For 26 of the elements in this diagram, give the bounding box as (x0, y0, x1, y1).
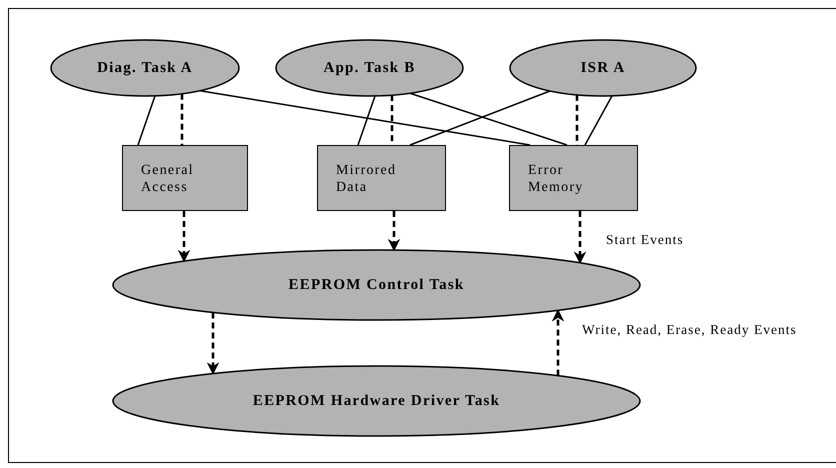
task-ellipse (51, 40, 239, 96)
connector-line (180, 94, 184, 145)
node-label: Diag. Task A (97, 60, 193, 76)
arrow (552, 309, 564, 376)
data-box (317, 145, 446, 211)
arrow (178, 211, 190, 262)
node-label: EEPROM Hardware Driver Task (252, 392, 500, 410)
node-label: Mirrored Data (336, 162, 398, 196)
arrow (206, 312, 220, 375)
connector-line (357, 96, 376, 146)
task-ellipse (113, 366, 640, 436)
arrow (388, 211, 400, 252)
node-label: EEPROM Control Task (288, 276, 464, 294)
node-label: Error Memory (528, 162, 584, 196)
connector-line (584, 96, 613, 146)
arrow (574, 211, 586, 264)
node-label: App. Task B (323, 60, 416, 76)
data-box (122, 145, 248, 211)
data-box (509, 145, 638, 211)
connector-line (200, 90, 530, 146)
task-ellipse (276, 40, 463, 96)
node-label: General Access (141, 162, 195, 196)
connector-line (137, 96, 156, 146)
task-ellipse (510, 40, 696, 96)
task-ellipse (113, 250, 640, 320)
node-label: ISR A (580, 60, 626, 76)
